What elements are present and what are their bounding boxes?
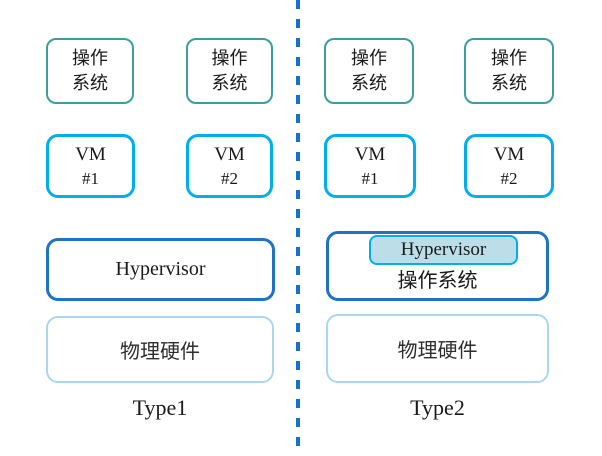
type1-panel-label: Type1	[132, 395, 188, 420]
vm-number: #2	[500, 169, 518, 188]
hardware-label: 物理硬件	[120, 341, 200, 363]
vm-label: VM	[354, 144, 386, 165]
type2-vm-box-2: VM #2	[464, 134, 554, 198]
type2-guest-os-box-1: 操作 系统	[324, 38, 414, 104]
guest-os-label-line: 操作	[211, 48, 248, 68]
guest-os-label-line: 操作	[351, 48, 387, 68]
type1-hypervisor-box: Hypervisor	[46, 238, 275, 301]
vm-label: VM	[75, 144, 106, 165]
guest-os-label-line: 系统	[351, 73, 387, 93]
guest-os-label-line: 操作	[491, 48, 527, 68]
guest-os-label-line: 操作	[72, 48, 108, 68]
vm-number: #1	[361, 169, 379, 188]
vm-label: VM	[493, 144, 525, 165]
hypervisor-label: Hypervisor	[115, 258, 206, 280]
type1-guest-os-box-1: 操作 系统	[46, 38, 134, 104]
divider-dashed-line	[296, 0, 300, 456]
type1-vm-box-2: VM #2	[186, 134, 273, 198]
guest-os-label-line: 系统	[211, 73, 248, 93]
vm-number: #2	[221, 169, 238, 188]
vm-number: #1	[82, 169, 99, 188]
host-os-label: 操作系统	[397, 270, 478, 292]
type2-hypervisor-badge: Hypervisor	[369, 235, 518, 265]
hardware-label: 物理硬件	[397, 340, 478, 362]
hypervisor-label: Hypervisor	[400, 239, 487, 260]
type2-vm-box-1: VM #1	[324, 134, 416, 198]
type2-host-os-box: Hypervisor 操作系统	[326, 231, 549, 301]
type2-guest-os-box-2: 操作 系统	[464, 38, 554, 104]
type1-guest-os-box-2: 操作 系统	[186, 38, 273, 104]
type1-vm-box-1: VM #1	[46, 134, 135, 198]
guest-os-label-line: 系统	[72, 73, 108, 93]
type2-hardware-box: 物理硬件	[326, 314, 549, 383]
type2-panel-label: Type2	[410, 395, 465, 420]
guest-os-label-line: 系统	[491, 73, 527, 93]
type1-hardware-box: 物理硬件	[46, 316, 274, 383]
vm-label: VM	[214, 144, 245, 165]
